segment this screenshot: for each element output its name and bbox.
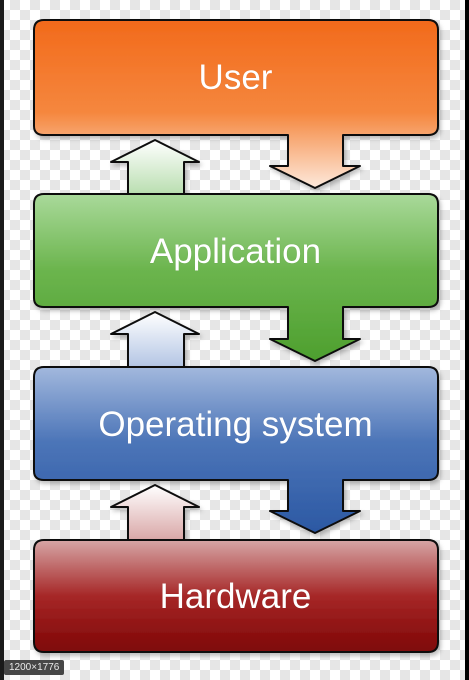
up-arrow-hardware-to-os xyxy=(110,484,200,541)
up-arrow-application-to-user xyxy=(110,139,200,195)
up-arrow-os-to-application xyxy=(110,311,200,368)
hardware-layer-shape xyxy=(33,539,439,653)
user-layer-shape xyxy=(33,19,439,189)
application-layer-shape xyxy=(33,193,439,362)
hardware-label: Hardware xyxy=(159,577,312,616)
image-dimensions-badge: 1200×1776 xyxy=(4,660,65,675)
application-label: Application xyxy=(149,232,322,271)
user-label: User xyxy=(198,58,273,97)
operating-system-label: Operating system xyxy=(98,405,373,444)
os-layer-shape xyxy=(33,366,439,534)
left-border xyxy=(0,0,4,680)
